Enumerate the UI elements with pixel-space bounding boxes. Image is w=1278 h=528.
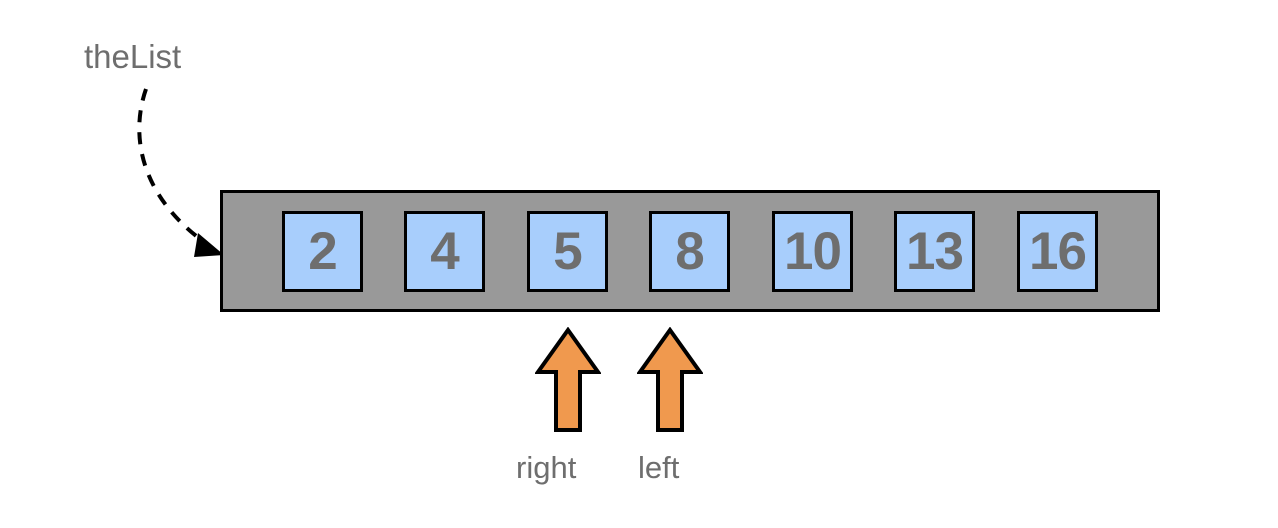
array-cell[interactable]: 5 — [527, 211, 608, 292]
left-marker-label: left — [638, 450, 680, 485]
array-cell-value: 2 — [308, 222, 338, 281]
array-cell-value: 13 — [906, 222, 964, 281]
array-container: 2 4 5 8 10 13 16 — [220, 190, 1160, 312]
array-cell[interactable]: 13 — [894, 211, 975, 292]
right-marker-label: right — [516, 450, 577, 485]
left-marker-arrow-icon[interactable] — [637, 327, 703, 433]
array-cell-value: 4 — [430, 222, 460, 281]
array-cell[interactable]: 4 — [404, 211, 485, 292]
array-cell[interactable]: 8 — [649, 211, 730, 292]
array-cell-value: 16 — [1029, 222, 1087, 281]
array-cell-value: 10 — [784, 222, 842, 281]
right-marker-arrow-icon[interactable] — [535, 327, 601, 433]
array-cell-value: 5 — [553, 222, 583, 281]
array-cell-value: 8 — [675, 222, 705, 281]
array-cell[interactable]: 2 — [282, 211, 363, 292]
thelist-pointer-arrow-icon — [137, 88, 224, 257]
array-cell[interactable]: 16 — [1017, 211, 1098, 292]
array-cell[interactable]: 10 — [772, 211, 853, 292]
thelist-label: theList — [84, 38, 182, 75]
